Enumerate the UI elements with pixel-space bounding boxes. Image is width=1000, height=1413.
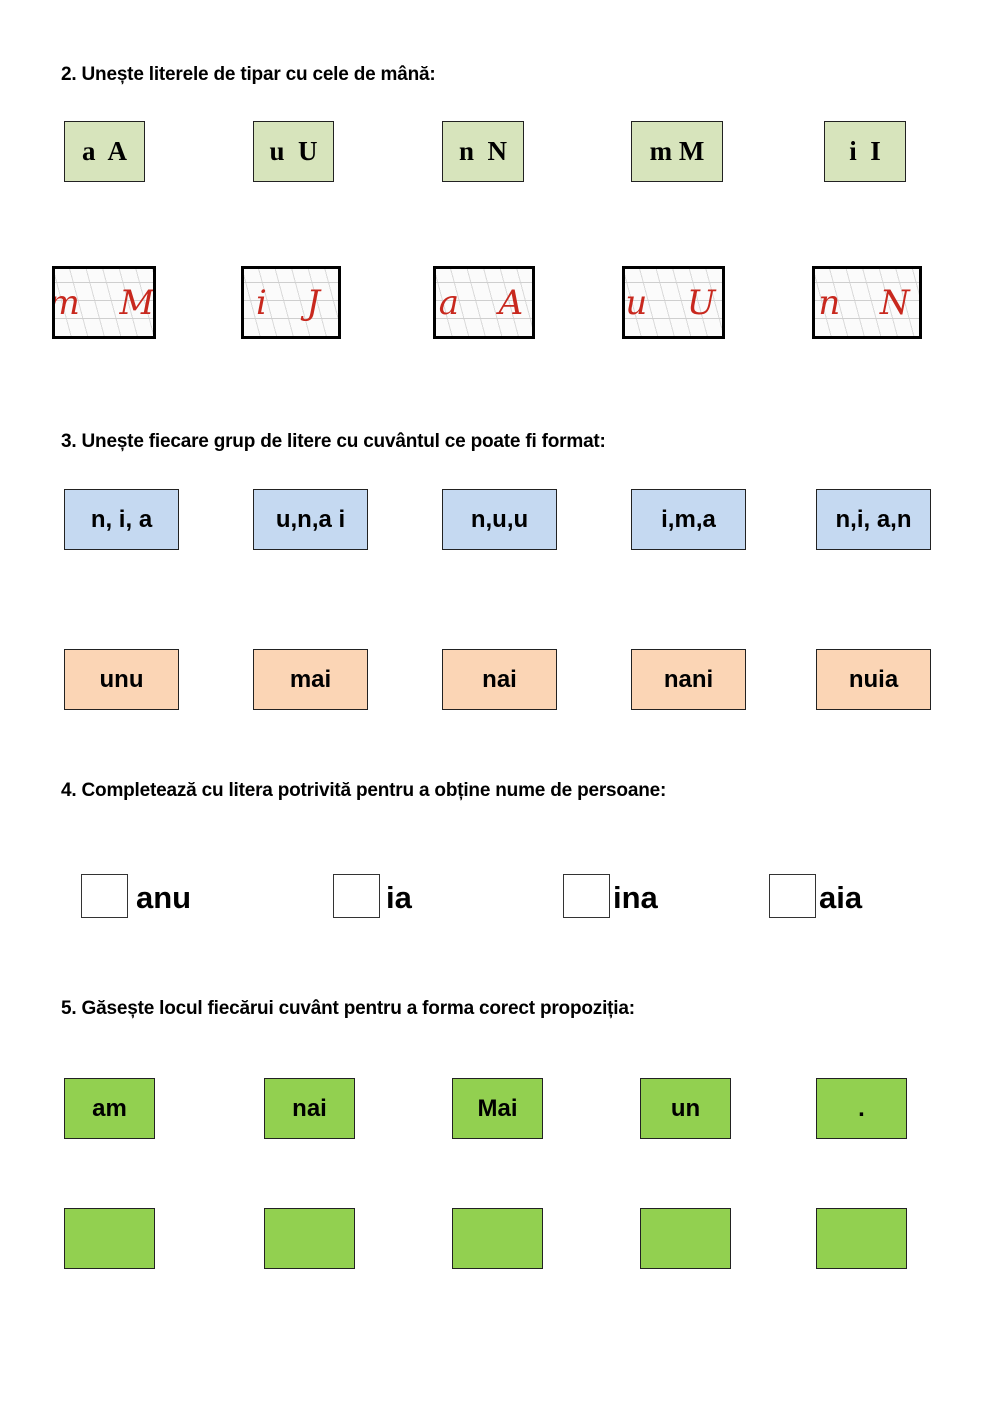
print-letter-label: u U [269,136,318,166]
script-letter-card[interactable]: i J [241,266,341,339]
script-letter-label: n N [818,282,916,323]
print-letter-card[interactable]: a A [64,121,145,182]
sentence-word-card[interactable]: am [64,1078,155,1139]
sentence-drop-slot[interactable] [64,1208,155,1269]
handwriting-grid [815,269,919,336]
letter-input-box[interactable] [81,874,128,918]
word-card[interactable]: nai [442,649,557,710]
handwriting-grid [244,269,338,336]
sentence-drop-slot[interactable] [816,1208,907,1269]
section-4-heading: 4. Completează cu litera potrivită pentr… [61,780,667,801]
section-3-heading: 3. Unește fiecare grup de litere cu cuvâ… [61,431,606,452]
sentence-word-card[interactable]: Mai [452,1078,543,1139]
print-letter-label: i I [849,136,881,166]
print-letter-card[interactable]: i I [824,121,906,182]
script-letter-label: i J [255,282,327,323]
script-letter-label: u U [625,282,722,323]
print-letter-label: a A [81,136,127,166]
handwriting-grid [625,269,722,336]
print-letter-card[interactable]: n N [442,121,524,182]
letter-group-card[interactable]: u,n,a i [253,489,368,550]
sentence-drop-slot[interactable] [452,1208,543,1269]
letter-input-box[interactable] [769,874,816,918]
sentence-drop-slot[interactable] [640,1208,731,1269]
letter-group-card[interactable]: n,i, a,n [816,489,931,550]
section-2-heading: 2. Unește literele de tipar cu cele de m… [61,64,436,85]
letter-group-card[interactable]: n,u,u [442,489,557,550]
letter-input-box[interactable] [333,874,380,918]
sentence-word-card[interactable]: . [816,1078,907,1139]
handwriting-grid [436,269,532,336]
print-letter-card[interactable]: u U [253,121,334,182]
sentence-word-card[interactable]: nai [264,1078,355,1139]
letter-group-card[interactable]: i,m,a [631,489,746,550]
letter-input-box[interactable] [563,874,610,918]
name-fragment: ia [386,880,412,915]
name-fragment: ina [613,880,658,915]
sentence-drop-slot[interactable] [264,1208,355,1269]
word-card[interactable]: mai [253,649,368,710]
handwriting-grid [55,269,153,336]
word-card[interactable]: nuia [816,649,931,710]
script-letter-card[interactable]: n N [812,266,922,339]
name-fragment: aia [819,880,863,915]
word-card[interactable]: unu [64,649,179,710]
name-fragment: anu [136,880,192,915]
script-letter-label: m M [52,282,156,323]
letter-group-card[interactable]: n, i, a [64,489,179,550]
script-letter-card[interactable]: u U [622,266,725,339]
script-letter-card[interactable]: m M [52,266,156,339]
script-letter-label: a A [438,282,530,323]
print-letter-card[interactable]: m M [631,121,723,182]
sentence-word-card[interactable]: un [640,1078,731,1139]
print-letter-label: m M [649,136,705,166]
print-letter-label: n N [458,136,507,166]
script-letter-card[interactable]: a A [433,266,535,339]
section-5-heading: 5. Găsește locul fiecărui cuvânt pentru … [61,998,635,1019]
word-card[interactable]: nani [631,649,746,710]
